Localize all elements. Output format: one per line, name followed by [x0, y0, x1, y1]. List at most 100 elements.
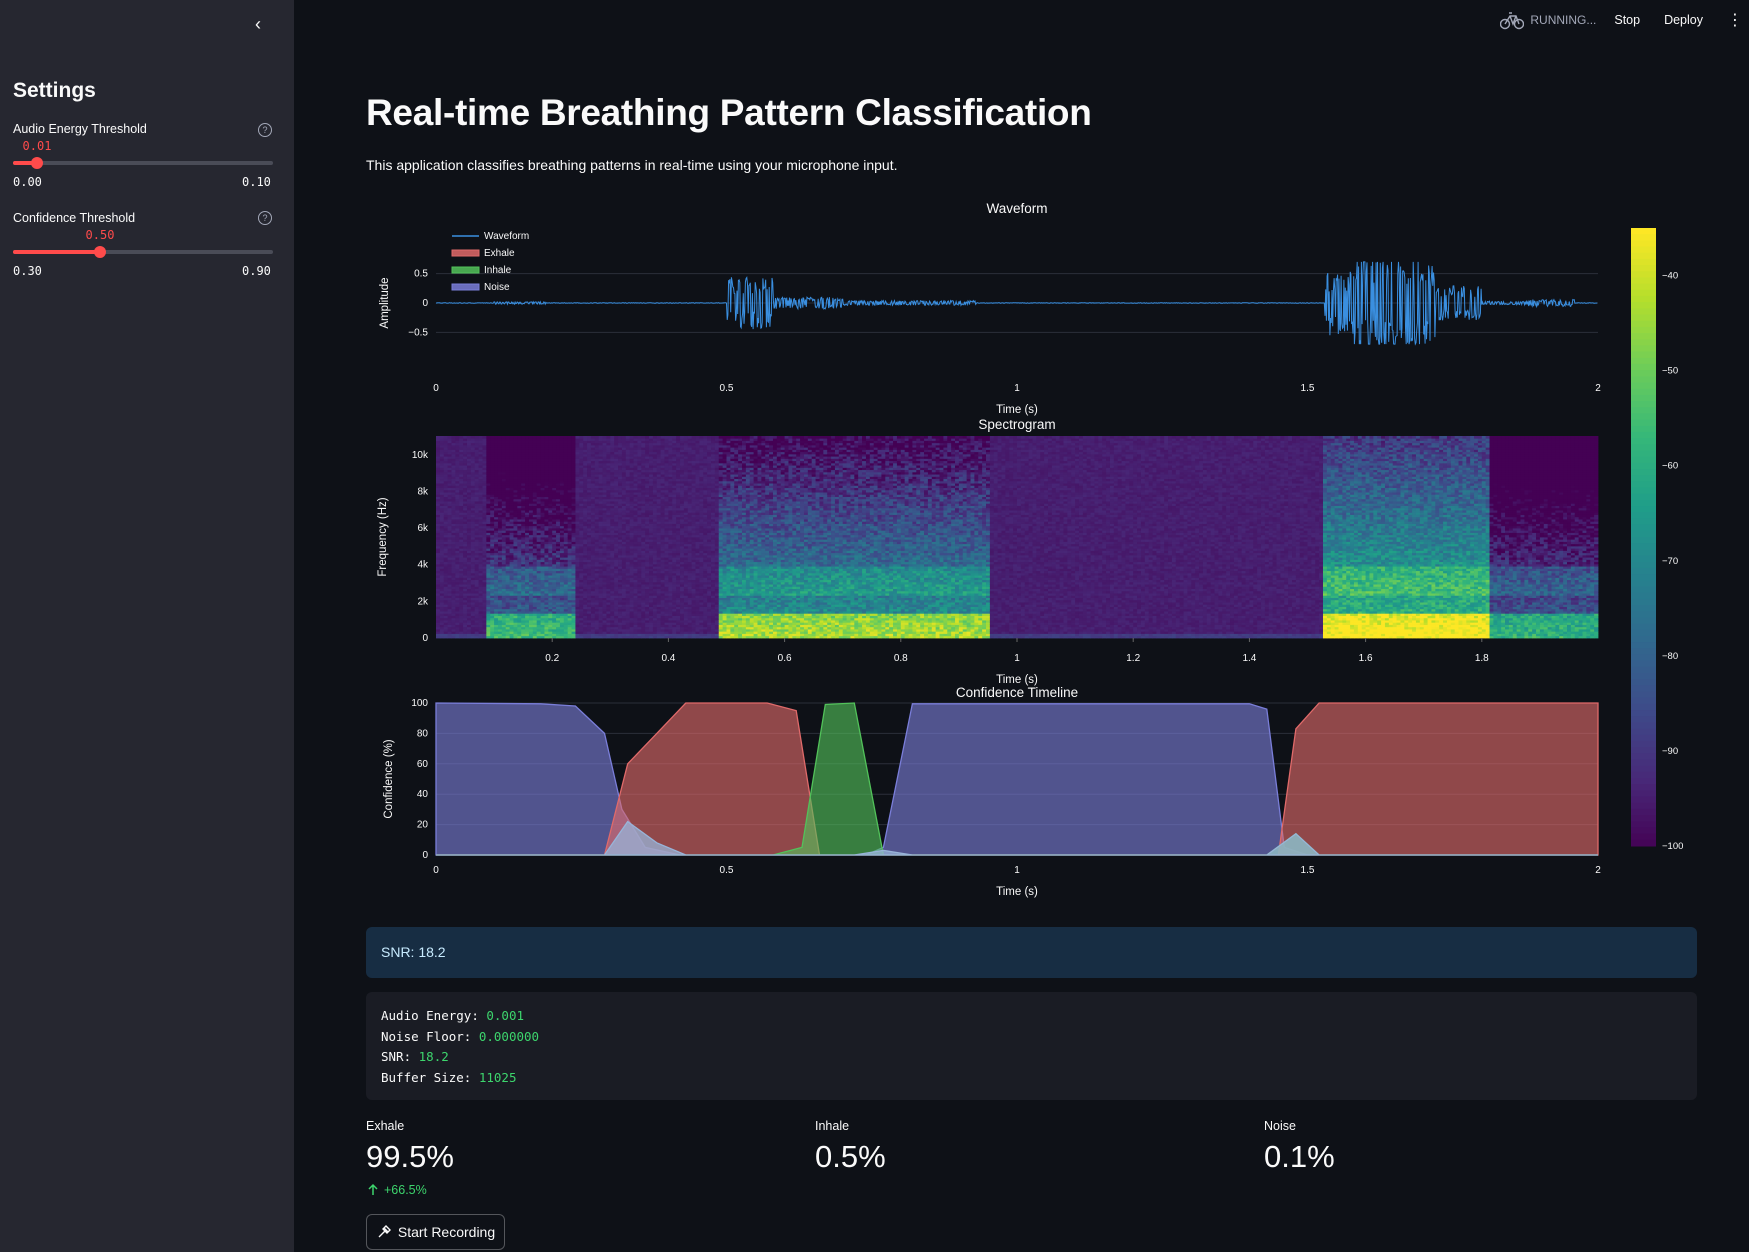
heatmap-cell — [594, 528, 600, 531]
heatmap-cell — [571, 572, 576, 576]
heatmap-cell — [521, 534, 526, 538]
heatmap-cell — [583, 575, 588, 578]
heatmap-cell — [478, 550, 483, 554]
heatmap-cell — [621, 602, 627, 605]
heatmap-cell — [548, 465, 553, 468]
heatmap-cell — [513, 480, 518, 484]
heatmap-cell — [463, 525, 468, 529]
heatmap-cell — [552, 541, 557, 545]
deploy-button[interactable]: Deploy — [1664, 13, 1703, 27]
heatmap-cell — [517, 579, 522, 583]
heatmap-cell — [633, 581, 638, 585]
heatmap-cell — [509, 563, 514, 567]
heatmap-cell — [633, 451, 638, 455]
heatmap-cell — [478, 492, 483, 495]
heatmap-cell — [443, 590, 449, 594]
heatmap-cell — [579, 597, 584, 601]
audio-energy-threshold-slider[interactable] — [13, 157, 273, 169]
collapse-sidebar-chevron-left-icon[interactable]: ‹ — [246, 12, 270, 36]
heatmap-cell — [556, 494, 561, 497]
heatmap-cell — [439, 462, 445, 466]
heatmap-cell — [602, 537, 607, 540]
heatmap-cell — [470, 559, 476, 563]
heatmap-cell — [536, 602, 541, 605]
heatmap-cell — [505, 498, 510, 502]
heatmap-cell — [517, 512, 522, 515]
heatmap-cell — [544, 635, 549, 639]
heatmap-cell — [436, 631, 441, 634]
heatmap-cell — [602, 501, 607, 504]
heatmap-cell — [494, 485, 499, 489]
heatmap-cell — [583, 523, 588, 527]
heatmap-cell — [505, 523, 510, 527]
heatmap-cell — [587, 548, 592, 551]
heatmap-cell — [459, 480, 464, 484]
heatmap-cell — [621, 599, 627, 603]
heatmap-cell — [598, 626, 603, 630]
heatmap-cell — [532, 476, 538, 480]
heatmap-cell — [610, 593, 615, 596]
heatmap-cell — [490, 604, 495, 607]
heatmap-cell — [540, 507, 545, 511]
heatmap-cell — [614, 465, 619, 468]
heatmap-cell — [548, 566, 553, 569]
heatmap-cell — [548, 456, 553, 459]
heatmap-cell — [629, 552, 634, 556]
heatmap-cell — [571, 449, 576, 453]
heatmap-cell — [540, 532, 545, 536]
heatmap-cell — [544, 620, 549, 623]
heatmap-cell — [447, 617, 452, 621]
heatmap-cell — [501, 456, 507, 459]
heatmap-cell — [463, 554, 468, 558]
heatmap-cell — [521, 604, 526, 607]
heatmap-cell — [436, 559, 441, 563]
heatmap-cell — [501, 460, 507, 464]
heatmap-cell — [556, 548, 561, 551]
help-circle-icon[interactable]: ? — [258, 211, 272, 225]
heatmap-cell — [610, 460, 615, 464]
heatmap-cell — [528, 478, 534, 482]
heatmap-cell — [614, 581, 619, 585]
heatmap-cell — [559, 581, 565, 585]
heatmap-cell — [641, 543, 646, 547]
heatmap-cell — [563, 606, 569, 610]
help-circle-icon[interactable]: ? — [258, 123, 272, 137]
heatmap-cell — [563, 566, 569, 569]
heatmap-cell — [517, 537, 522, 540]
heatmap-cell — [590, 478, 596, 482]
heatmap-cell — [459, 456, 464, 459]
slider-thumb[interactable] — [94, 246, 106, 258]
heatmap-cell — [590, 440, 596, 444]
heatmap-cell — [459, 606, 464, 610]
heatmap-cell — [556, 557, 561, 560]
heatmap-cell — [482, 566, 487, 569]
main-menu-kebab-icon[interactable]: ⋮ — [1727, 10, 1743, 30]
slider-thumb[interactable] — [31, 157, 43, 169]
heatmap-cell — [637, 534, 642, 538]
heatmap-cell — [436, 552, 441, 556]
spectrogram-heatmap — [436, 436, 1599, 639]
heatmap-cell — [618, 537, 623, 540]
heatmap-cell — [610, 550, 615, 554]
heatmap-cell — [579, 588, 584, 592]
heatmap-cell — [490, 528, 495, 531]
heatmap-cell — [548, 485, 553, 489]
heatmap-cell — [571, 545, 576, 549]
heatmap-cell — [525, 525, 530, 529]
heatmap-cell — [575, 559, 580, 563]
heatmap-cell — [618, 622, 623, 625]
heatmap-cell — [525, 537, 530, 540]
confidence-threshold-slider[interactable] — [13, 246, 273, 258]
heatmap-cell — [528, 501, 534, 504]
heatmap-cell — [497, 579, 503, 583]
heatmap-cell — [575, 530, 580, 533]
heatmap-cell — [559, 480, 565, 484]
heatmap-cell — [525, 590, 530, 594]
heatmap-cell — [482, 444, 487, 448]
heatmap-cell — [497, 561, 503, 565]
heatmap-cell — [629, 483, 634, 486]
heatmap-cell — [486, 606, 491, 610]
heatmap-cell — [451, 440, 456, 444]
stop-button[interactable]: Stop — [1614, 13, 1640, 27]
